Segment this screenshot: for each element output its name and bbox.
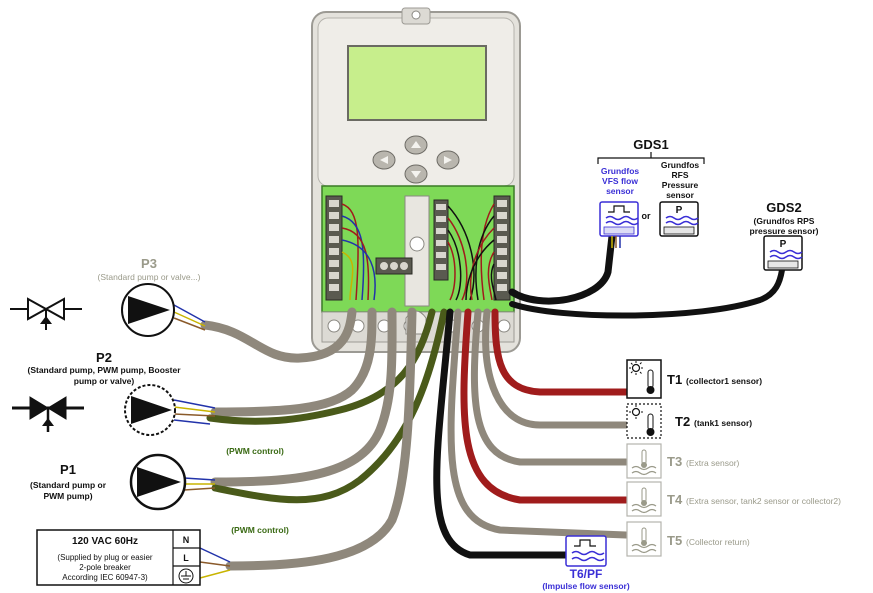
- rfs-label-3: Pressure: [662, 180, 699, 190]
- t4-cable: [460, 308, 630, 504]
- t5-cable: [447, 308, 630, 539]
- vfs-label-2: VFS flow: [602, 176, 638, 186]
- rfs-label-1: Grundfos: [661, 160, 700, 170]
- middle-terminal-block: [433, 199, 449, 281]
- power-title: 120 VAC 60Hz: [72, 536, 138, 547]
- thermometer-icon: [646, 369, 655, 394]
- t3-cable: [470, 308, 630, 466]
- controller-unit: [311, 7, 521, 353]
- p3-valve-icon: [10, 297, 82, 330]
- p2-pwm-cable: [206, 308, 436, 425]
- power-line-3: According IEC 60947-3): [62, 573, 148, 582]
- thermometer-icon: [646, 413, 655, 436]
- p3-group: P3 (Standard pump or valve...): [10, 256, 201, 337]
- t2-sensor: T2 (tank1 sensor): [626, 403, 752, 439]
- power-supply-box: 120 VAC 60Hz (Supplied by plug or easier…: [36, 529, 201, 586]
- p1-subtitle-2: PWM pump): [43, 491, 92, 501]
- p1-group: P1 (Standard pump or PWM pump): [30, 453, 187, 511]
- gds1-cable: [508, 232, 616, 305]
- flow-sensor-icon: [565, 535, 607, 567]
- rps-sensor-icon: P: [763, 235, 803, 271]
- power-line-2: 2-pole breaker: [79, 563, 131, 572]
- t6-cable: [433, 308, 570, 559]
- t1-code: T1: [667, 372, 682, 387]
- gds2-subtitle-2: pressure sensor): [750, 226, 819, 236]
- t2-code: T2: [675, 414, 690, 429]
- line-label: L: [183, 553, 189, 563]
- gds2-title: GDS2: [766, 200, 801, 215]
- pump-wire-ends: [173, 304, 231, 579]
- p2-subtitle-1: (Standard pump, PWM pump, Booster: [28, 365, 182, 375]
- t5-code: T5: [667, 533, 682, 548]
- small-terminal-block: [375, 257, 413, 275]
- t4-code: T4: [667, 492, 683, 507]
- left-terminal-block: [325, 195, 343, 301]
- p3-cable: [200, 307, 357, 363]
- p1-subtitle-1: (Standard pump or: [30, 480, 107, 490]
- pwm-control-label-2: (PWM control): [231, 525, 289, 535]
- t1-sensor: T1 (collector1 sensor): [626, 359, 762, 399]
- gds2-subtitle-1: (Grundfos RPS: [754, 216, 815, 226]
- rps-p-letter: P: [780, 239, 787, 250]
- power-cable: [225, 307, 417, 571]
- t5-description: (Collector return): [686, 537, 750, 547]
- ground-icon: [178, 568, 194, 584]
- board-wires: [341, 203, 497, 301]
- t2-cable: [482, 308, 630, 429]
- t4-sensor: T4 (Extra sensor, tank2 sensor or collec…: [626, 481, 841, 517]
- rfs-p-letter: P: [676, 205, 683, 216]
- rfs-label-2: RFS: [672, 170, 689, 180]
- thermometer-icon: [631, 487, 657, 514]
- p1-pump-icon: [129, 453, 187, 511]
- p2-subtitle-2: pump or valve): [74, 376, 135, 386]
- t1-cable: [491, 308, 630, 396]
- p2-pump-icon: [124, 384, 176, 436]
- p3-pump-icon: [121, 283, 175, 337]
- neutral-label: N: [183, 535, 190, 545]
- gds1-group: GDS1 Grundfos VFS flow sensor Grundfos R…: [597, 137, 705, 248]
- vfs-label-3: sensor: [606, 186, 635, 196]
- or-label: or: [642, 211, 651, 221]
- sun-icon: [629, 405, 643, 419]
- power-line-1: (Supplied by plug or easier: [57, 553, 153, 562]
- right-terminal-block: [493, 195, 511, 301]
- t3-sensor: T3 (Extra sensor): [626, 443, 740, 479]
- gds1-title: GDS1: [633, 137, 668, 152]
- rfs-label-4: sensor: [666, 190, 695, 200]
- p2-cable: [210, 307, 377, 417]
- t5-sensor: T5 (Collector return): [626, 521, 750, 557]
- p1-pwm-cable: [211, 308, 448, 504]
- thermometer-icon: [631, 449, 657, 476]
- p2-group: P2 (Standard pump, PWM pump, Booster pum…: [12, 350, 182, 436]
- p3-subtitle: (Standard pump or valve...): [98, 272, 201, 282]
- vfs-label-1: Grundfos: [601, 166, 640, 176]
- gds2-group: GDS2 (Grundfos RPS pressure sensor) P: [750, 200, 819, 271]
- t1-description: (collector1 sensor): [686, 376, 762, 386]
- t4-description: (Extra sensor, tank2 sensor or collector…: [686, 496, 841, 506]
- p2-valve-icon: [12, 396, 84, 432]
- vfs-sensor-icon: [599, 201, 639, 237]
- t1-sensor-box: [626, 359, 662, 399]
- thermometer-icon: [631, 527, 657, 554]
- pwm-control-label-1: (PWM control): [226, 446, 284, 456]
- t6-title: T6/PF: [570, 567, 603, 581]
- sun-icon: [629, 361, 643, 375]
- t2-sensor-box: [626, 403, 662, 439]
- t6-subtitle: (Impulse flow sensor): [542, 581, 630, 591]
- lcd-display: [347, 45, 487, 121]
- t6-group: T6/PF (Impulse flow sensor): [542, 535, 630, 591]
- cables: [200, 232, 785, 571]
- t3-code: T3: [667, 454, 682, 469]
- t3-description: (Extra sensor): [686, 458, 740, 468]
- rfs-sensor-icon: P: [659, 201, 699, 237]
- p1-title: P1: [60, 462, 76, 477]
- p2-title: P2: [96, 350, 112, 365]
- gds2-cable: [509, 267, 785, 319]
- p1-cable: [210, 307, 397, 487]
- p3-title: P3: [141, 256, 157, 271]
- t2-description: (tank1 sensor): [694, 418, 752, 428]
